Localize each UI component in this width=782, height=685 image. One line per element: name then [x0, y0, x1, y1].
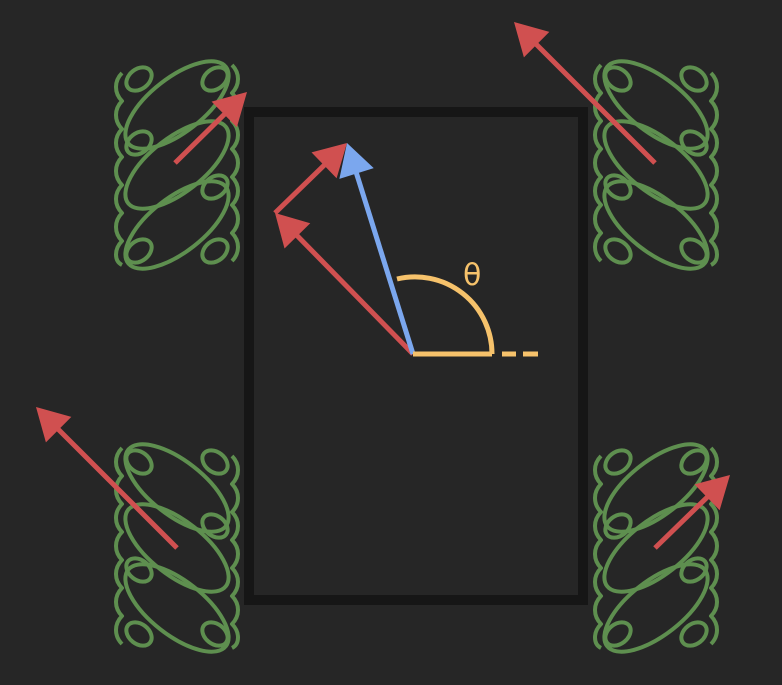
angle-arc [396, 274, 495, 355]
component-arrow-secondary-head [311, 143, 347, 179]
force-arrow-front-right-shaft [533, 41, 657, 165]
wheel-front-right [588, 43, 724, 287]
force-arrow-rear-right [653, 475, 730, 550]
force-arrow-front-right [514, 22, 657, 165]
force-arrow-front-left-head [211, 92, 247, 128]
component-arrow-secondary [273, 143, 347, 215]
resultant-arrow-head [339, 143, 374, 179]
force-arrow-rear-left-shaft [55, 426, 179, 550]
component-arrow-main [275, 213, 415, 356]
component-arrow-main-shaft [294, 232, 415, 356]
wheel-front-left [109, 43, 245, 287]
resultant-arrow-shaft [353, 170, 416, 355]
theta-label: θ [463, 258, 481, 293]
force-arrow-front-left-shaft [173, 111, 228, 165]
force-arrow-rear-right-head [694, 475, 730, 511]
component-arrow-main-head [275, 213, 311, 249]
force-arrow-rear-left [36, 407, 179, 550]
component-arrow-secondary-shaft [273, 162, 328, 215]
resultant-arrow [339, 143, 416, 355]
force-arrow-front-left [173, 92, 247, 165]
force-arrow-front-right-head [514, 22, 550, 58]
force-arrow-rear-left-head [36, 407, 72, 443]
force-arrow-rear-right-shaft [653, 494, 711, 550]
